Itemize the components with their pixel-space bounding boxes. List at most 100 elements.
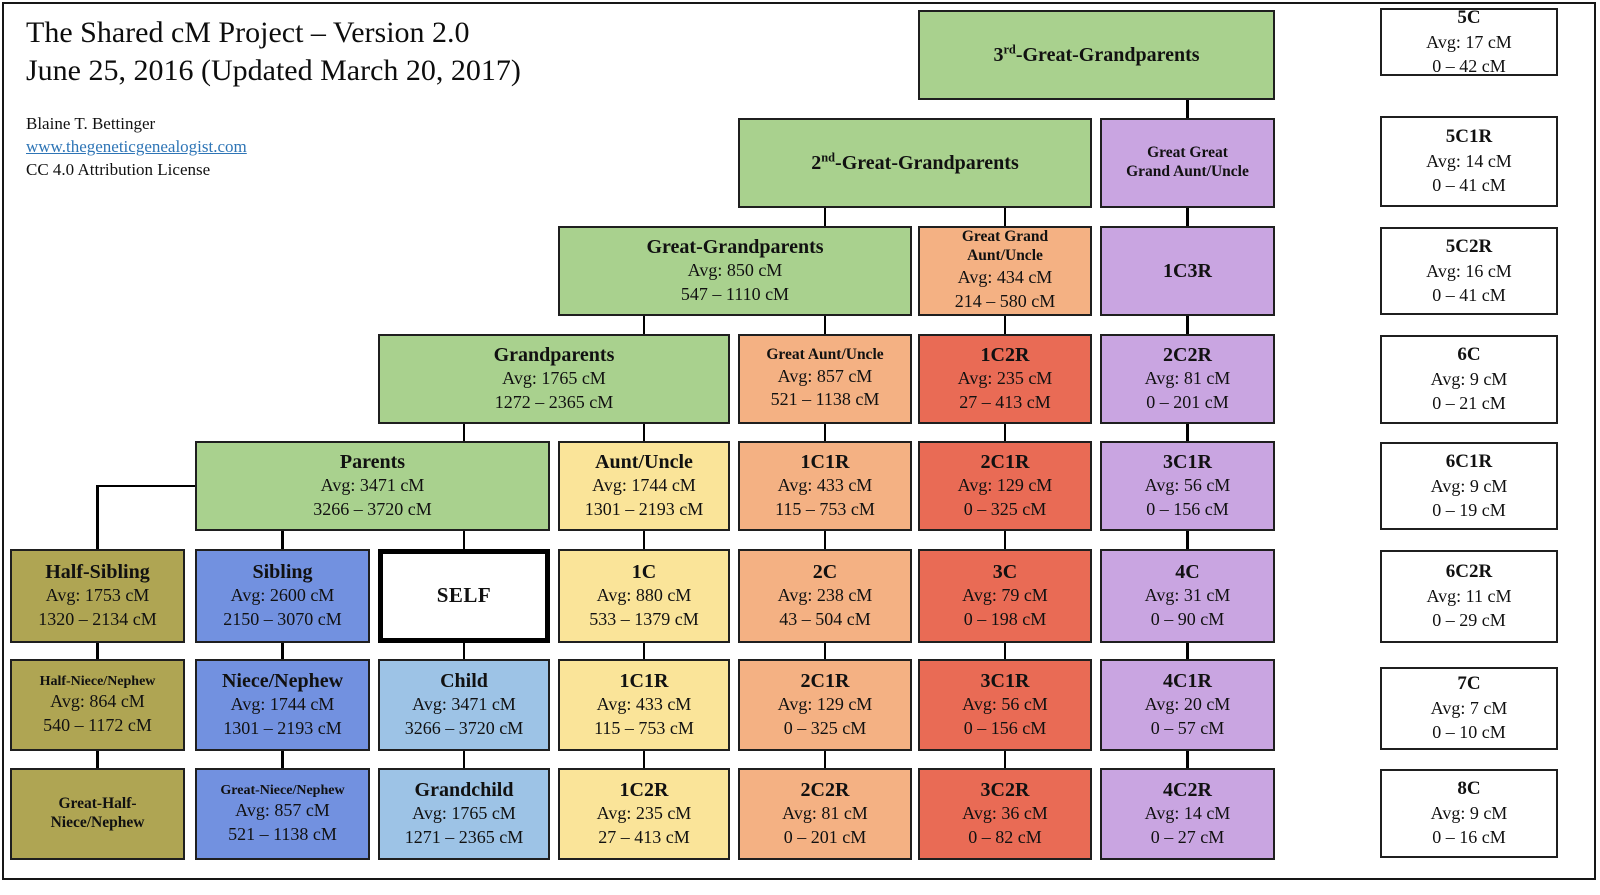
avg-value: Avg: 1753 cM [45, 585, 150, 606]
range-value: 27 – 413 cM [959, 392, 1051, 413]
relationship-label: Great Grand Aunt/Uncle [961, 228, 1049, 265]
connector-line [823, 751, 827, 768]
relationship-label: 4C2R [1163, 779, 1212, 802]
range-value: 0 – 29 cM [1432, 610, 1506, 631]
connector-line [642, 531, 646, 549]
avg-value: Avg: 1744 cM [592, 475, 696, 496]
range-value: 0 – 325 cM [783, 718, 867, 739]
connector-line [1003, 751, 1007, 768]
relationship-label: 5C2R [1445, 235, 1493, 257]
range-value: 115 – 753 cM [594, 718, 694, 739]
avg-value: Avg: 1765 cM [502, 368, 606, 389]
avg-value: Avg: 9 cM [1430, 803, 1508, 824]
avg-value: Avg: 433 cM [777, 475, 873, 496]
relationship-label: Great Great Grand Aunt/Uncle [1126, 144, 1249, 180]
connector-line [462, 424, 466, 441]
range-value: 3266 – 3720 cM [313, 499, 432, 520]
relationship-label: 5C [1457, 6, 1481, 28]
relationship-label: Grandparents [493, 344, 615, 367]
connector-line [1186, 751, 1189, 768]
avg-value: Avg: 235 cM [596, 803, 692, 824]
range-value: 0 – 156 cM [1146, 499, 1229, 520]
relationship-label: Great-Grandparents [646, 236, 824, 259]
range-value: 521 – 1138 cM [228, 823, 337, 844]
range-value: 2150 – 3070 cM [223, 609, 342, 630]
connector-line [281, 643, 284, 659]
relationship-label: 2C2R [800, 779, 850, 802]
relationship-label: 3C2R [980, 779, 1030, 802]
avg-value: Avg: 238 cM [777, 585, 873, 606]
connector-line [642, 643, 646, 659]
avg-value: Avg: 850 cM [687, 260, 783, 281]
avg-value: Avg: 81 cM [782, 803, 868, 824]
author-name: Blaine T. Bettinger [26, 114, 156, 133]
avg-value: Avg: 56 cM [962, 694, 1048, 715]
connector-line [1186, 424, 1189, 441]
connector-line [462, 531, 466, 549]
relationship-label: 5C1R [1445, 126, 1493, 148]
avg-value: Avg: 7 cM [1430, 698, 1508, 719]
avg-value: Avg: 3471 cM [320, 475, 425, 496]
box-ggg3: 3rd-Great-Grandparents [918, 10, 1275, 100]
relationship-label: 2C [812, 561, 838, 584]
relationship-label: Child [440, 670, 488, 693]
relationship-label: 1C2R [980, 344, 1030, 367]
box-gggau: Great Great Grand Aunt/Uncle [1100, 118, 1275, 208]
range-value: 0 – 57 cM [1150, 718, 1225, 739]
connector-line [1186, 100, 1189, 118]
connector-line [1003, 208, 1007, 226]
connector-line [96, 643, 99, 659]
relationship-label: 6C [1457, 344, 1481, 366]
chart-title: The Shared cM Project – Version 2.0 [26, 16, 470, 49]
range-value: 0 – 41 cM [1432, 175, 1506, 196]
relationship-label: 1C1R [619, 670, 669, 693]
avg-value: Avg: 235 cM [957, 368, 1053, 389]
range-value: 1301 – 2193 cM [584, 499, 704, 520]
relationship-label: Half-Sibling [45, 561, 150, 584]
relationship-label: 2nd-Great-Grandparents [811, 150, 1019, 174]
connector-line [96, 751, 99, 768]
relationship-label: 1C [631, 561, 657, 584]
relationship-label: 1C1R [800, 451, 850, 474]
range-value: 1301 – 2193 cM [223, 718, 342, 739]
connector-line [1003, 424, 1007, 441]
avg-value: Avg: 56 cM [1144, 475, 1231, 496]
relationship-label: Great Aunt/Uncle [766, 345, 884, 363]
box-c1r3: 1C3R [1100, 226, 1275, 316]
avg-value: Avg: 129 cM [777, 694, 873, 715]
connector-line [642, 751, 646, 768]
avg-value: Avg: 14 cM [1144, 803, 1231, 824]
relationship-label: 6C2R [1445, 561, 1493, 583]
relationship-label: 3C [992, 561, 1018, 584]
range-value: 533 – 1379 cM [589, 609, 699, 630]
range-value: 1271 – 2365 cM [404, 827, 524, 848]
author-website-link[interactable]: www.thegeneticgenealogist.com [26, 137, 247, 156]
relationship-label: Great-Half- Niece/Nephew [50, 795, 145, 831]
avg-value: Avg: 433 cM [596, 694, 692, 715]
range-value: 0 – 21 cM [1432, 393, 1506, 414]
box-ghnn: Great-Half- Niece/Nephew [10, 768, 185, 860]
relationship-label: 1C3R [1163, 259, 1212, 282]
